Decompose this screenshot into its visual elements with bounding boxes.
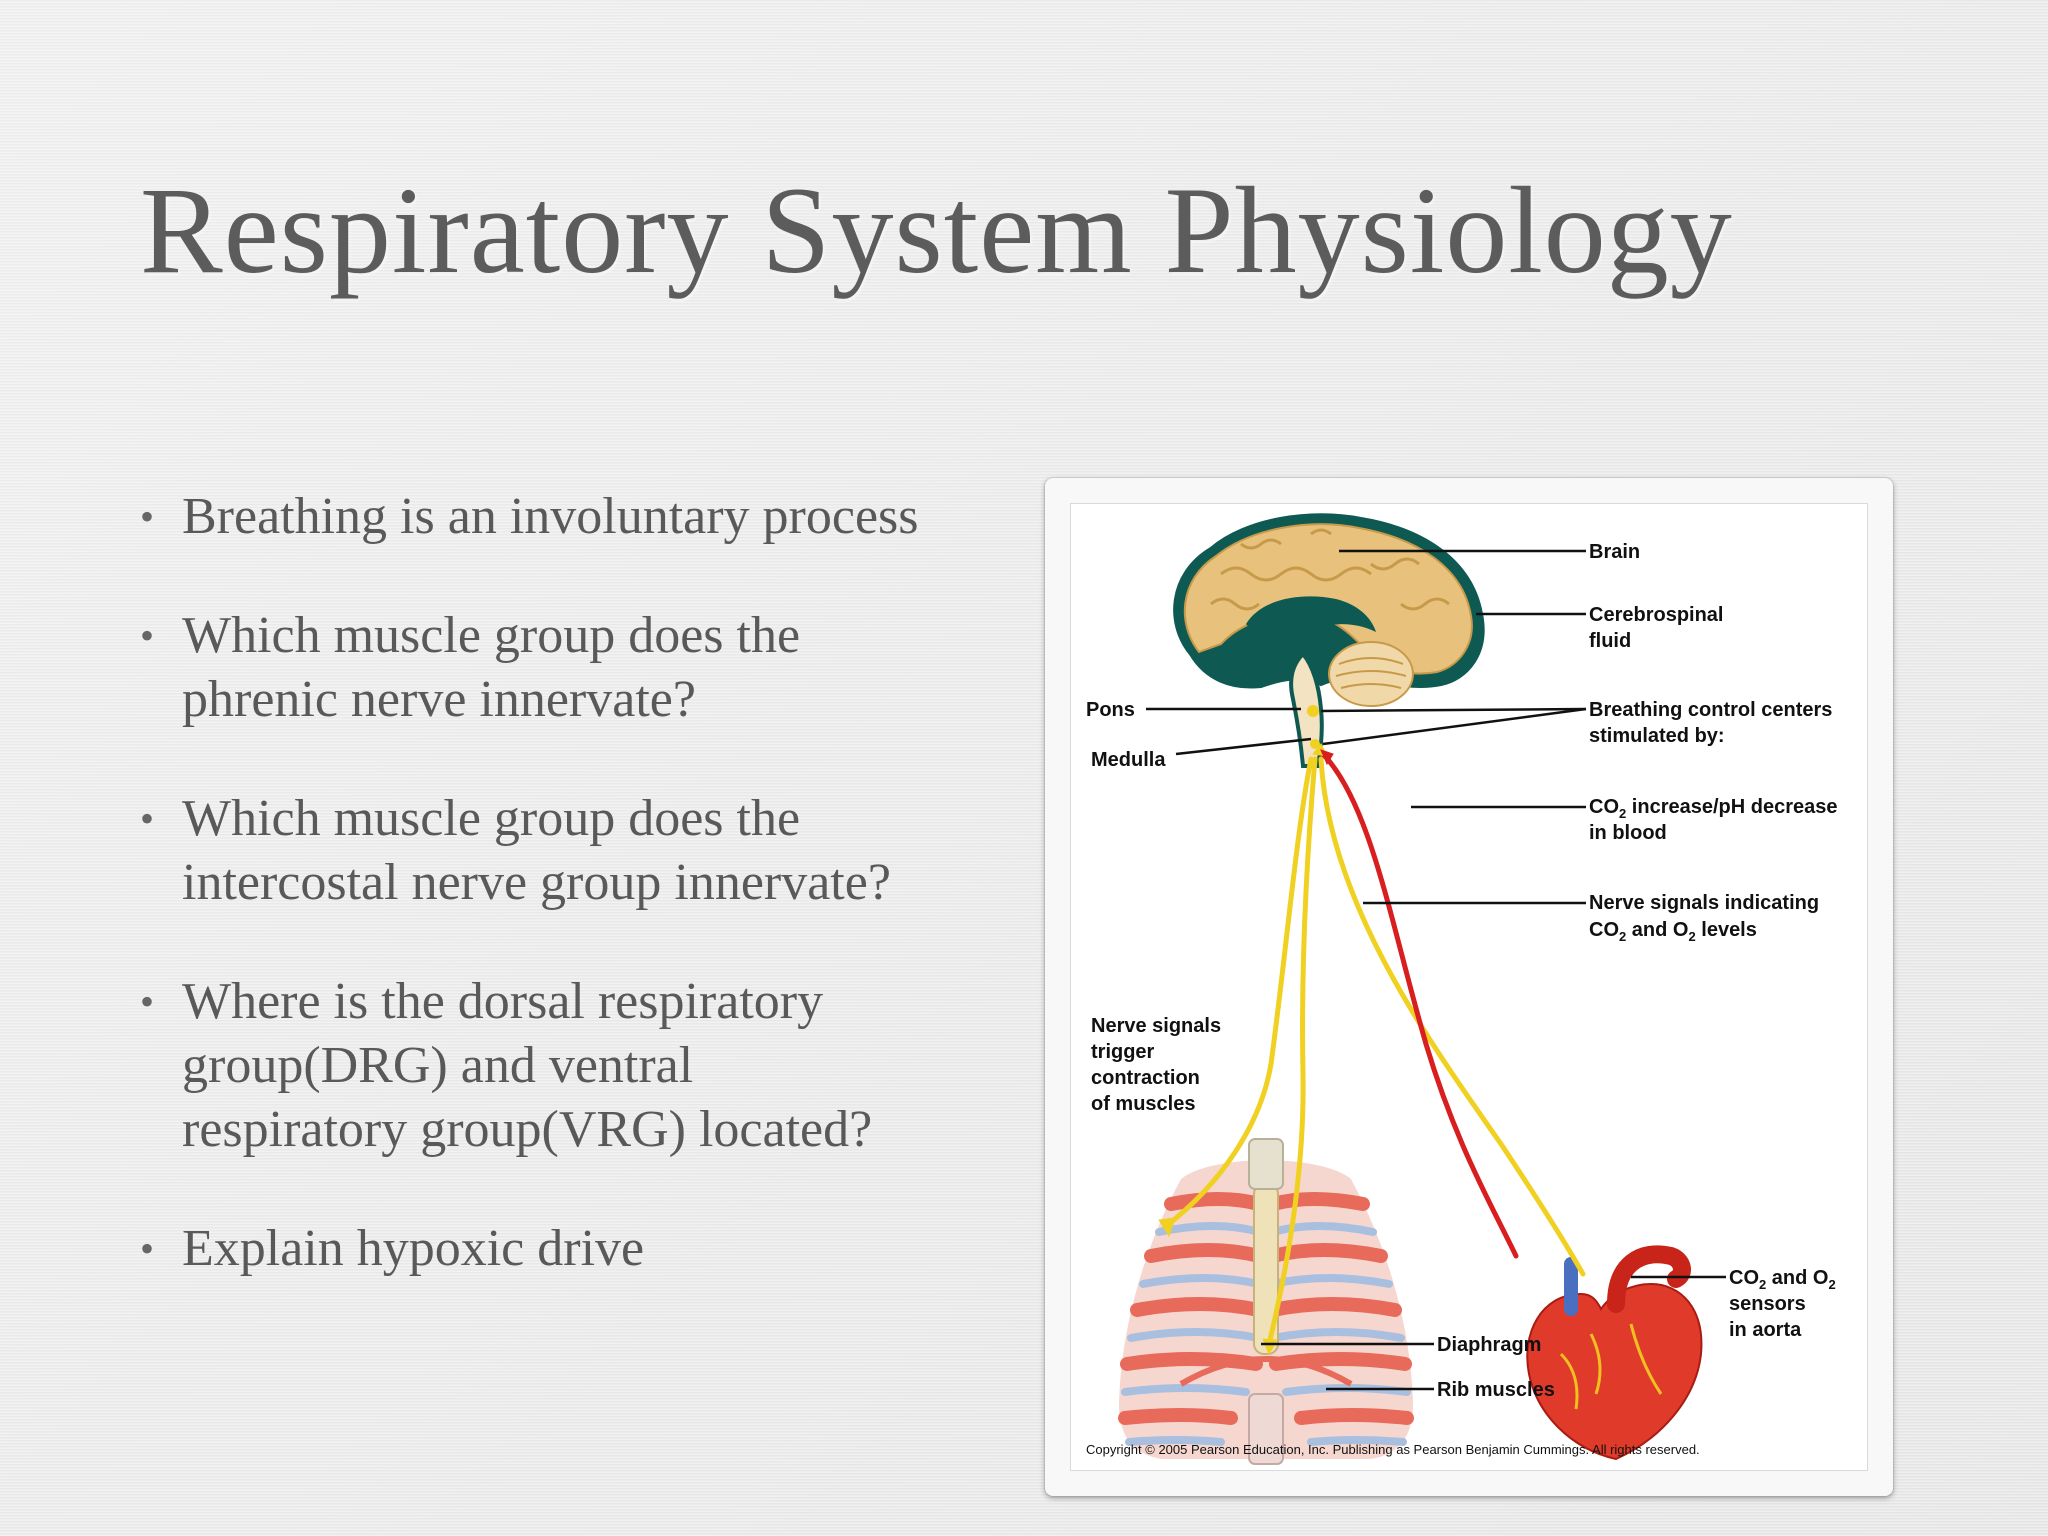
bullet-item: Which muscle group does the intercostal … — [140, 787, 1020, 915]
spine-top — [1248, 1138, 1284, 1190]
label-sensors: in aorta — [1729, 1319, 1802, 1341]
label-nerve-signals: CO2 and O2 levels — [1589, 919, 1757, 944]
label-brain: Brain — [1589, 541, 1640, 563]
label-trigger: Nerve signals — [1091, 1015, 1221, 1037]
heart-illustration — [1526, 1245, 1703, 1461]
label-pons: Pons — [1086, 699, 1135, 721]
bullet-line: Which muscle group does the — [182, 607, 801, 664]
spine-bottom — [1248, 1393, 1284, 1465]
label-nerve-signals: Nerve signals indicating — [1589, 892, 1819, 914]
slide-title: Respiratory System Physiology — [140, 162, 1733, 299]
blood-co2-path — [1320, 751, 1519, 1259]
bullet-line: Which muscle group does the — [182, 790, 801, 847]
cerebellum — [1328, 641, 1414, 707]
bullet-line: phrenic nerve innervate? — [182, 671, 696, 728]
bullet-line: Where is the dorsal respiratory — [182, 973, 824, 1030]
medulla-center — [1310, 739, 1320, 749]
bullet-line: respiratory group(VRG) located? — [182, 1101, 873, 1158]
leader-lines — [1146, 549, 1726, 1391]
cerebellum-folds — [1335, 657, 1407, 689]
label-csf: fluid — [1589, 630, 1631, 652]
bullet-item: Where is the dorsal respiratory group(DR… — [140, 970, 1020, 1162]
brain-gyri — [1210, 528, 1450, 611]
diagram-labels: Brain Cerebrospinal fluid Pons Medulla B… — [1086, 541, 1837, 1457]
bullet-item: Which muscle group does the phrenic nerv… — [140, 604, 1020, 732]
brain-illustration — [1173, 513, 1485, 768]
label-control-centers: stimulated by: — [1589, 725, 1725, 747]
brainstem — [1289, 651, 1324, 768]
nerve-pathways — [1158, 743, 1586, 1356]
bullet-line: Explain hypoxic drive — [182, 1220, 645, 1277]
label-sensors: CO2 and O2 — [1729, 1267, 1836, 1292]
label-diaphragm: Diaphragm — [1437, 1334, 1541, 1356]
rib-cage-illustration — [1118, 1138, 1414, 1465]
bullet-item: Explain hypoxic drive — [140, 1217, 1020, 1281]
arrowhead — [1320, 749, 1334, 766]
bullet-item: Breathing is an involuntary process — [140, 485, 1020, 549]
figure-frame: Brain Cerebrospinal fluid Pons Medulla B… — [1045, 478, 1893, 1496]
bullet-line: Breathing is an involuntary process — [182, 488, 919, 545]
label-co2-blood: in blood — [1589, 822, 1667, 844]
nerve-to-diaphragm — [1266, 756, 1318, 1347]
nerve-from-heart — [1318, 756, 1586, 1277]
nerve-to-ribs-left — [1163, 756, 1314, 1229]
rib-bands — [1118, 1192, 1414, 1446]
aorta — [1607, 1245, 1691, 1313]
bullet-line: intercostal nerve group innervate? — [182, 854, 891, 911]
label-trigger: contraction — [1091, 1067, 1200, 1089]
label-co2-blood: CO2 increase/pH decrease — [1589, 796, 1837, 821]
bullet-line: group(DRG) and ventral — [182, 1037, 694, 1094]
pons-center — [1307, 705, 1319, 717]
label-control-centers: Breathing control centers — [1589, 699, 1832, 721]
figure-panel: Brain Cerebrospinal fluid Pons Medulla B… — [1070, 503, 1868, 1471]
diaphragm-muscle — [1179, 1356, 1353, 1387]
brain-ventricle — [1246, 596, 1376, 642]
label-rib-muscles: Rib muscles — [1437, 1379, 1555, 1401]
respiratory-control-diagram: Brain Cerebrospinal fluid Pons Medulla B… — [1086, 513, 1837, 1465]
bullet-list: Breathing is an involuntary process Whic… — [140, 485, 1020, 1336]
label-medulla: Medulla — [1091, 749, 1166, 771]
copyright-text: Copyright © 2005 Pearson Education, Inc.… — [1086, 1442, 1700, 1457]
label-trigger: trigger — [1091, 1041, 1155, 1063]
label-sensors: sensors — [1729, 1293, 1806, 1315]
label-trigger: of muscles — [1091, 1093, 1195, 1115]
arrowhead — [1158, 1217, 1176, 1238]
label-csf: Cerebrospinal — [1589, 604, 1723, 626]
coronary-vessels — [1559, 1323, 1663, 1410]
